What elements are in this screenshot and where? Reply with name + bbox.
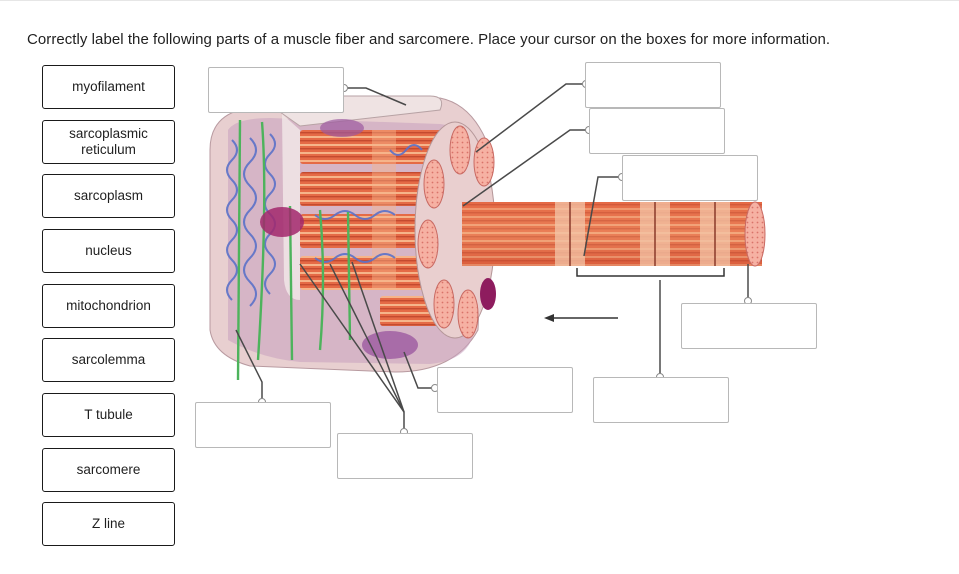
label-tile-text: mitochondrion <box>66 298 151 313</box>
leader-lines <box>235 83 749 432</box>
label-tile-sarcoplasmic-reticulum[interactable]: sarcoplasmic reticulum <box>42 120 175 164</box>
label-tile-text: sarcolemma <box>71 352 146 367</box>
top-divider <box>0 0 959 1</box>
nuclei <box>260 207 496 310</box>
direction-arrow <box>544 314 618 322</box>
drop-target-3[interactable] <box>589 108 725 154</box>
question-instructions: Correctly label the following parts of a… <box>27 31 831 48</box>
label-tile-text: nucleus <box>85 243 132 258</box>
label-tile-text: sarcomere <box>76 462 141 477</box>
myofibrils <box>300 130 450 326</box>
sarcomere-bracket <box>576 268 725 277</box>
label-tile-text: sarcoplasm <box>73 188 144 203</box>
label-tile-myofilament[interactable]: myofilament <box>42 65 175 109</box>
label-tile-mitochondrion[interactable]: mitochondrion <box>42 284 175 328</box>
drop-target-1[interactable] <box>208 67 344 113</box>
drop-target-8[interactable] <box>337 433 473 479</box>
fiber-end-face <box>414 121 496 339</box>
drop-target-5[interactable] <box>681 303 817 349</box>
drop-target-4[interactable] <box>622 155 758 201</box>
label-tile-sarcoplasm[interactable]: sarcoplasm <box>42 174 175 218</box>
drop-target-9[interactable] <box>195 402 331 448</box>
label-tile-text: sarcoplasmic reticulum <box>69 126 148 157</box>
drop-target-7[interactable] <box>437 367 573 413</box>
label-tile-z-line[interactable]: Z line <box>42 502 175 546</box>
label-tile-nucleus[interactable]: nucleus <box>42 229 175 273</box>
label-tile-text: Z line <box>91 516 125 531</box>
label-tile-t-tubule[interactable]: T tubule <box>42 393 175 437</box>
drop-target-6[interactable] <box>593 377 729 423</box>
extended-myofibril <box>462 201 766 267</box>
label-tile-sarcolemma[interactable]: sarcolemma <box>42 338 175 382</box>
drop-target-2[interactable] <box>585 62 721 108</box>
label-tile-sarcomere[interactable]: sarcomere <box>42 448 175 492</box>
label-tile-text: T tubule <box>84 407 133 422</box>
label-tile-text: myofilament <box>72 79 145 94</box>
